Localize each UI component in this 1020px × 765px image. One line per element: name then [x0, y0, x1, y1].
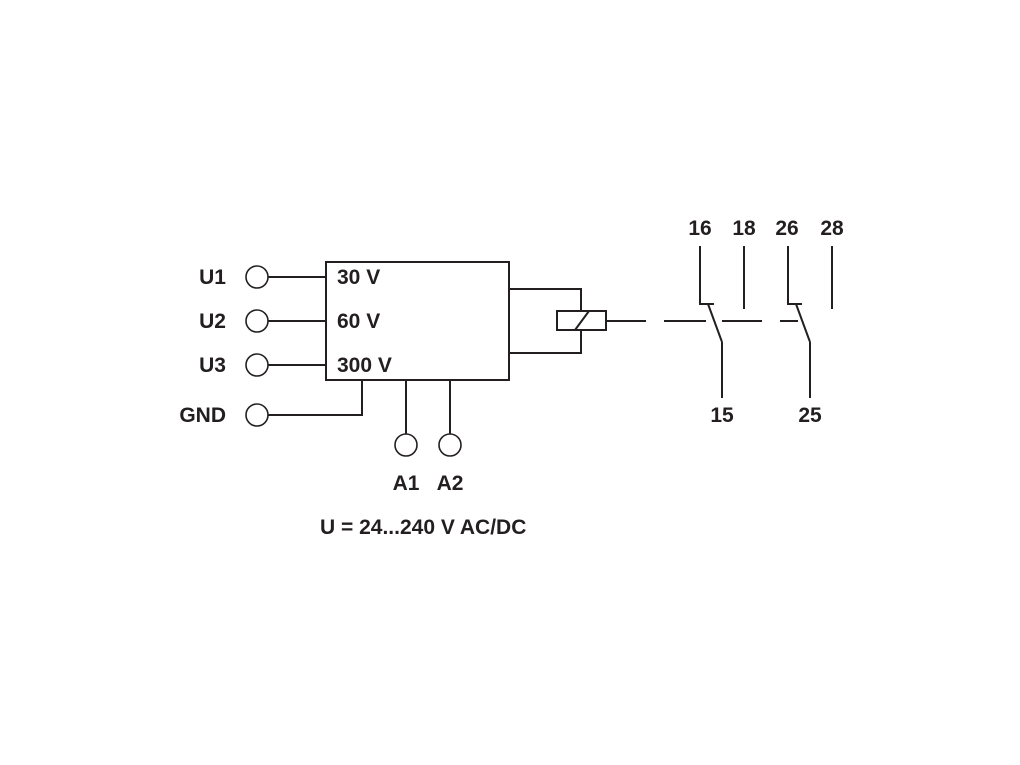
label-u3: U3 — [199, 354, 226, 377]
label-a1: A1 — [393, 472, 420, 495]
contact-25-label: 25 — [798, 404, 822, 427]
contact-16-line — [699, 246, 714, 305]
label-u1: U1 — [199, 266, 226, 289]
range-60v: 60 V — [337, 310, 380, 333]
module-box — [325, 261, 510, 381]
coil-wire-bottom — [509, 330, 582, 354]
wire-gnd — [268, 380, 363, 416]
contact-28-label: 28 — [820, 217, 844, 240]
contact-1-blade — [707, 303, 723, 343]
terminal-u2 — [245, 309, 269, 333]
terminal-a1 — [394, 433, 418, 457]
label-gnd: GND — [179, 404, 226, 427]
supply-voltage-label: U = 24...240 V AC/DC — [320, 516, 526, 539]
label-u2: U2 — [199, 310, 226, 333]
label-a2: A2 — [437, 472, 464, 495]
terminal-gnd — [245, 403, 269, 427]
range-30v: 30 V — [337, 266, 380, 289]
contact-16-label: 16 — [688, 217, 711, 240]
contact-15-label: 15 — [710, 404, 734, 427]
contact-18-label: 18 — [732, 217, 756, 240]
range-300v: 300 V — [337, 354, 392, 377]
coil-wire-top — [509, 288, 582, 311]
contact-26-line — [787, 246, 802, 305]
contact-2-blade — [795, 303, 811, 343]
terminal-a2 — [438, 433, 462, 457]
relay-coil-slash — [574, 310, 590, 331]
contact-26-label: 26 — [775, 217, 798, 240]
terminal-u3 — [245, 353, 269, 377]
terminal-u1 — [245, 265, 269, 289]
